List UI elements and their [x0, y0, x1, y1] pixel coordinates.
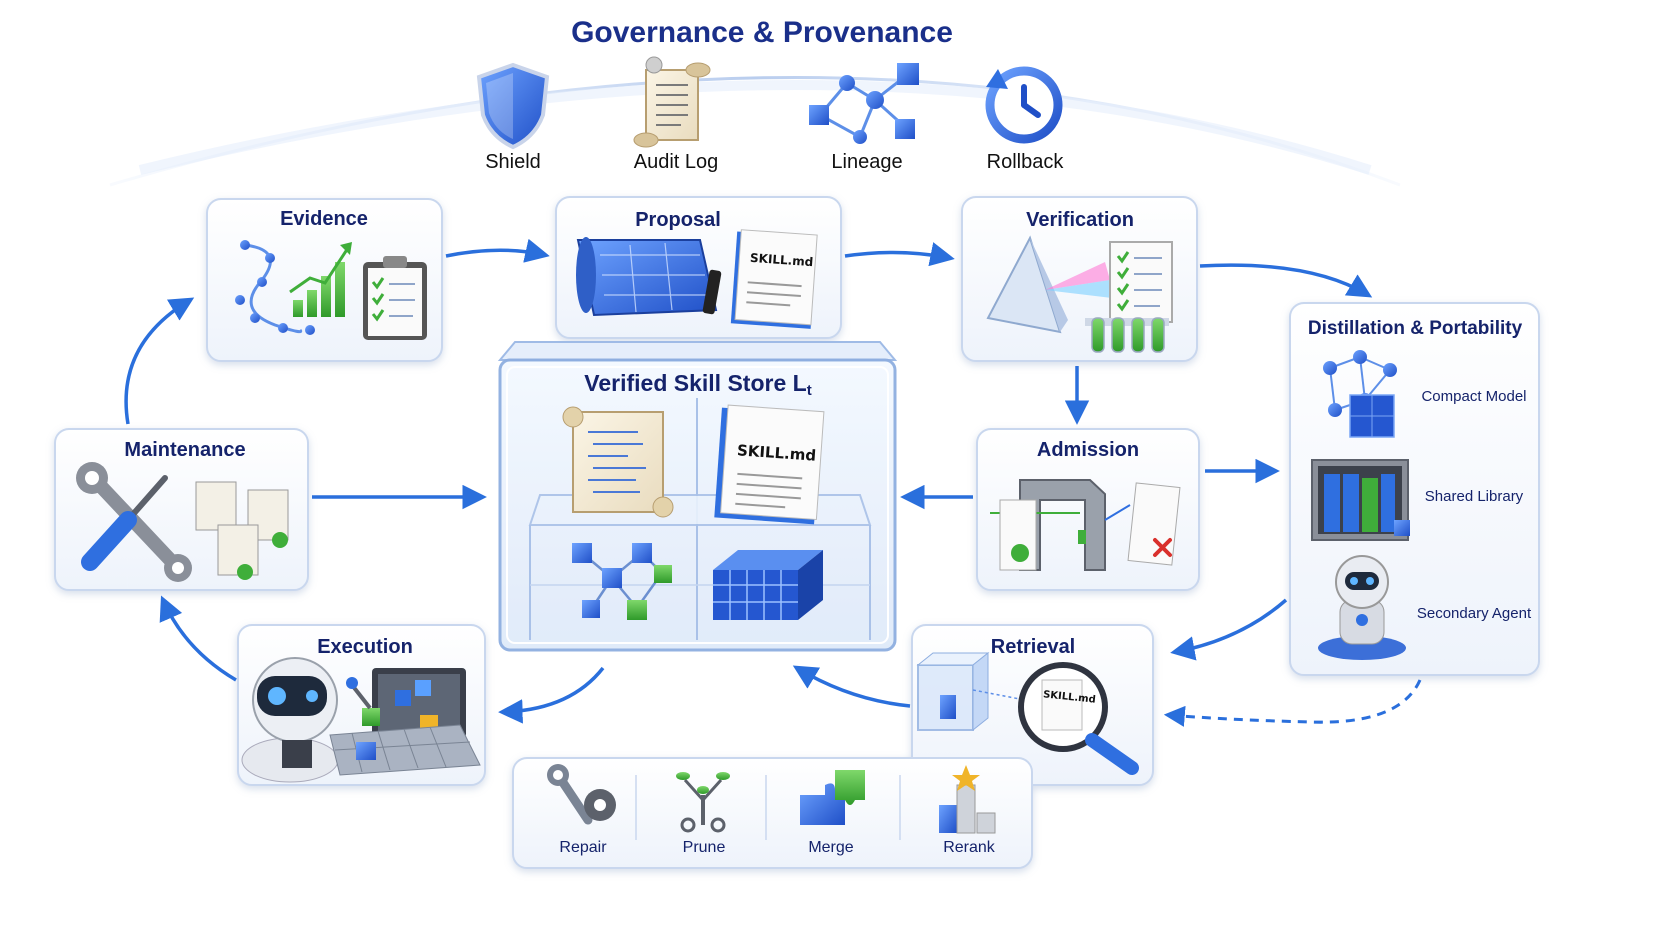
distillation-item-shared-library: Shared Library	[1424, 488, 1524, 505]
robot-icon	[241, 657, 339, 783]
shield-icon	[476, 62, 550, 150]
graph-icon	[809, 63, 919, 144]
rollback-icon	[985, 66, 1063, 144]
arrow-retrieval-store	[792, 665, 911, 708]
admission-title: Admission	[1036, 439, 1140, 461]
maintenance-op-prune: Prune	[682, 839, 726, 856]
prism-icon	[986, 235, 1112, 334]
secondary-agent-icon	[1318, 555, 1406, 660]
verification-title: Verification	[1026, 209, 1134, 231]
bar-chart-icon	[289, 242, 352, 317]
shared-library-icon	[1311, 459, 1410, 541]
proposal-title: Proposal	[635, 209, 721, 231]
governance-item-lineage: Lineage	[831, 151, 903, 173]
governance-item-shield: Shield	[485, 151, 541, 173]
glass-cube-icon	[916, 651, 1026, 732]
governance-item-rollback: Rollback	[986, 151, 1064, 173]
merge-icon	[800, 770, 865, 825]
distillation-title: Distillation & Portability	[1307, 318, 1523, 339]
maintenance-title: Maintenance	[124, 439, 246, 461]
governance-item-audit-log: Audit Log	[633, 151, 719, 173]
skill-store-title: Verified Skill Store Lt	[584, 370, 812, 399]
flow-arrows	[124, 238, 1373, 724]
clipboard-icon	[363, 256, 427, 340]
blueprint-icon	[576, 237, 722, 317]
rerank-icon	[939, 765, 996, 834]
distillation-item-compact-model: Compact Model	[1421, 388, 1527, 405]
laptop-grid-icon	[329, 668, 481, 776]
scroll-icon	[633, 56, 711, 148]
maintenance-ops-box	[512, 757, 1033, 869]
store-cube-grid-icon	[713, 550, 823, 620]
arrow-distillation-retrieval-dashed	[1163, 679, 1422, 727]
arrow-distillation-retrieval	[1170, 598, 1288, 661]
maintenance-op-rerank: Rerank	[943, 839, 995, 856]
governance-title: Governance & Provenance	[571, 16, 953, 49]
arrow-evidence-proposal	[445, 238, 550, 263]
arrow-execution-maintenance	[159, 595, 237, 682]
arrow-proposal-verification	[844, 242, 955, 267]
checklist-icon	[1109, 241, 1173, 323]
evidence-title: Evidence	[280, 208, 368, 230]
arrow-verification-distillation	[1199, 263, 1373, 298]
distillation-item-secondary-agent: Secondary Agent	[1416, 605, 1532, 622]
test-tubes-icon	[1085, 317, 1169, 353]
retrieval-title: Retrieval	[990, 636, 1076, 658]
arrow-store-execution	[498, 666, 605, 724]
magnifier-icon	[1018, 662, 1139, 775]
prune-icon	[676, 772, 730, 833]
execution-title: Execution	[317, 636, 413, 658]
maintenance-op-merge: Merge	[808, 839, 854, 856]
compact-model-icon	[1323, 350, 1397, 438]
admission-gate-icon	[990, 479, 1106, 571]
store-skill-doc-icon	[714, 404, 825, 525]
maintenance-op-repair: Repair	[559, 839, 607, 856]
proposal-skill-doc-icon	[730, 229, 818, 329]
store-graph-icon	[572, 543, 672, 620]
arrow-maintenance-evidence	[124, 297, 195, 425]
code-files-icon	[195, 481, 289, 580]
wrench-screwdriver-icon	[76, 462, 192, 582]
store-scroll-icon	[562, 406, 674, 518]
trajectory-icon	[235, 240, 315, 335]
rejected-doc-icon	[1104, 482, 1181, 566]
repair-icon	[547, 764, 616, 825]
